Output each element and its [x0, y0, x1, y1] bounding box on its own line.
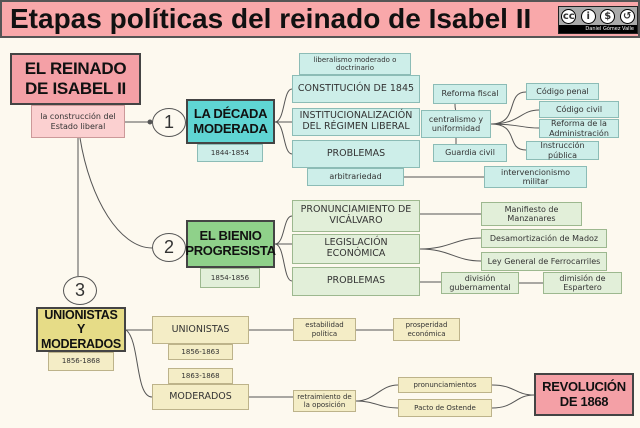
node-pronunciamientos: pronunciamientos [398, 377, 492, 393]
node-codigo-penal: Código penal [526, 83, 599, 100]
node-revolucion: REVOLUCIÓN DE 1868 [534, 373, 634, 416]
stage2-title: EL BIENIO PROGRESISTA [185, 220, 276, 268]
node-arbitrariedad: arbitrariedad [307, 168, 404, 186]
node-estabilidad: estabilidad política [293, 318, 356, 341]
node-ostende: Pacto de Ostende [398, 399, 492, 417]
node-prosperidad: prosperidad económica [393, 318, 460, 341]
root-title: EL REINADO DE ISABEL II [10, 53, 141, 105]
node-ferrocarriles: Ley General de Ferrocarriles [481, 252, 607, 271]
node-dimision: dimisión de Espartero [543, 272, 622, 294]
node-codigo-civil: Código civil [539, 101, 619, 118]
stage3-title: UNIONISTAS Y MODERADOS [36, 307, 126, 352]
node-centralismo: centralismo y uniformidad [421, 110, 491, 138]
by-icon: i [580, 8, 596, 24]
node-reforma-admin: Reforma de la Administración [539, 119, 619, 138]
node-reforma-fiscal: Reforma fiscal [433, 84, 507, 104]
node-intervencionismo: intervencionismo militar [484, 166, 587, 188]
node-moderados-dates: 1863-1868 [168, 368, 233, 384]
node-problemas-2: PROBLEMAS [292, 267, 420, 296]
license-author: Daniel Gómez Valle [559, 25, 637, 33]
stage-number-2: 2 [152, 233, 186, 262]
node-guardia-civil: Guardia civil [433, 144, 507, 162]
node-unionistas: UNIONISTAS [152, 316, 249, 344]
node-institucionalizacion: INSTITUCIONALIZACIÓN DEL RÉGIMEN LIBERAL [292, 108, 420, 136]
page-title: Etapas políticas del reinado de Isabel I… [0, 0, 640, 38]
node-pronunciamiento: PRONUNCIAMIENTO DE VICÁLVARO [292, 200, 420, 232]
node-problemas-1: PROBLEMAS [292, 140, 420, 168]
node-manifiesto: Manifiesto de Manzanares [481, 202, 582, 226]
stage-number-3: 3 [63, 276, 97, 305]
stage2-dates: 1854-1856 [200, 268, 260, 288]
stage3-dates: 1856-1868 [48, 352, 114, 371]
stage1-title: LA DÉCADA MODERADA [186, 99, 275, 144]
node-unionistas-dates: 1856-1863 [168, 344, 233, 360]
node-constitucion: CONSTITUCIÓN DE 1845 [292, 75, 420, 103]
root-subtitle: la construcción del Estado liberal [31, 105, 125, 138]
nc-icon: $ [600, 8, 616, 24]
node-instruccion: Instrucción pública [526, 141, 599, 160]
cc-icon: cc [561, 8, 577, 24]
stage-number-1: 1 [152, 108, 186, 137]
node-division: división gubernamental [441, 272, 519, 294]
node-retraimiento: retraimiento de la oposición [293, 390, 356, 412]
sa-icon: ↺ [619, 8, 635, 24]
node-liberalismo: liberalismo moderado o doctrinario [299, 53, 411, 75]
node-legislacion: LEGISLACIÓN ECONÓMICA [292, 234, 420, 264]
node-desamortizacion: Desamortización de Madoz [481, 229, 607, 248]
node-moderados: MODERADOS [152, 384, 249, 410]
stage1-dates: 1844-1854 [197, 144, 263, 162]
